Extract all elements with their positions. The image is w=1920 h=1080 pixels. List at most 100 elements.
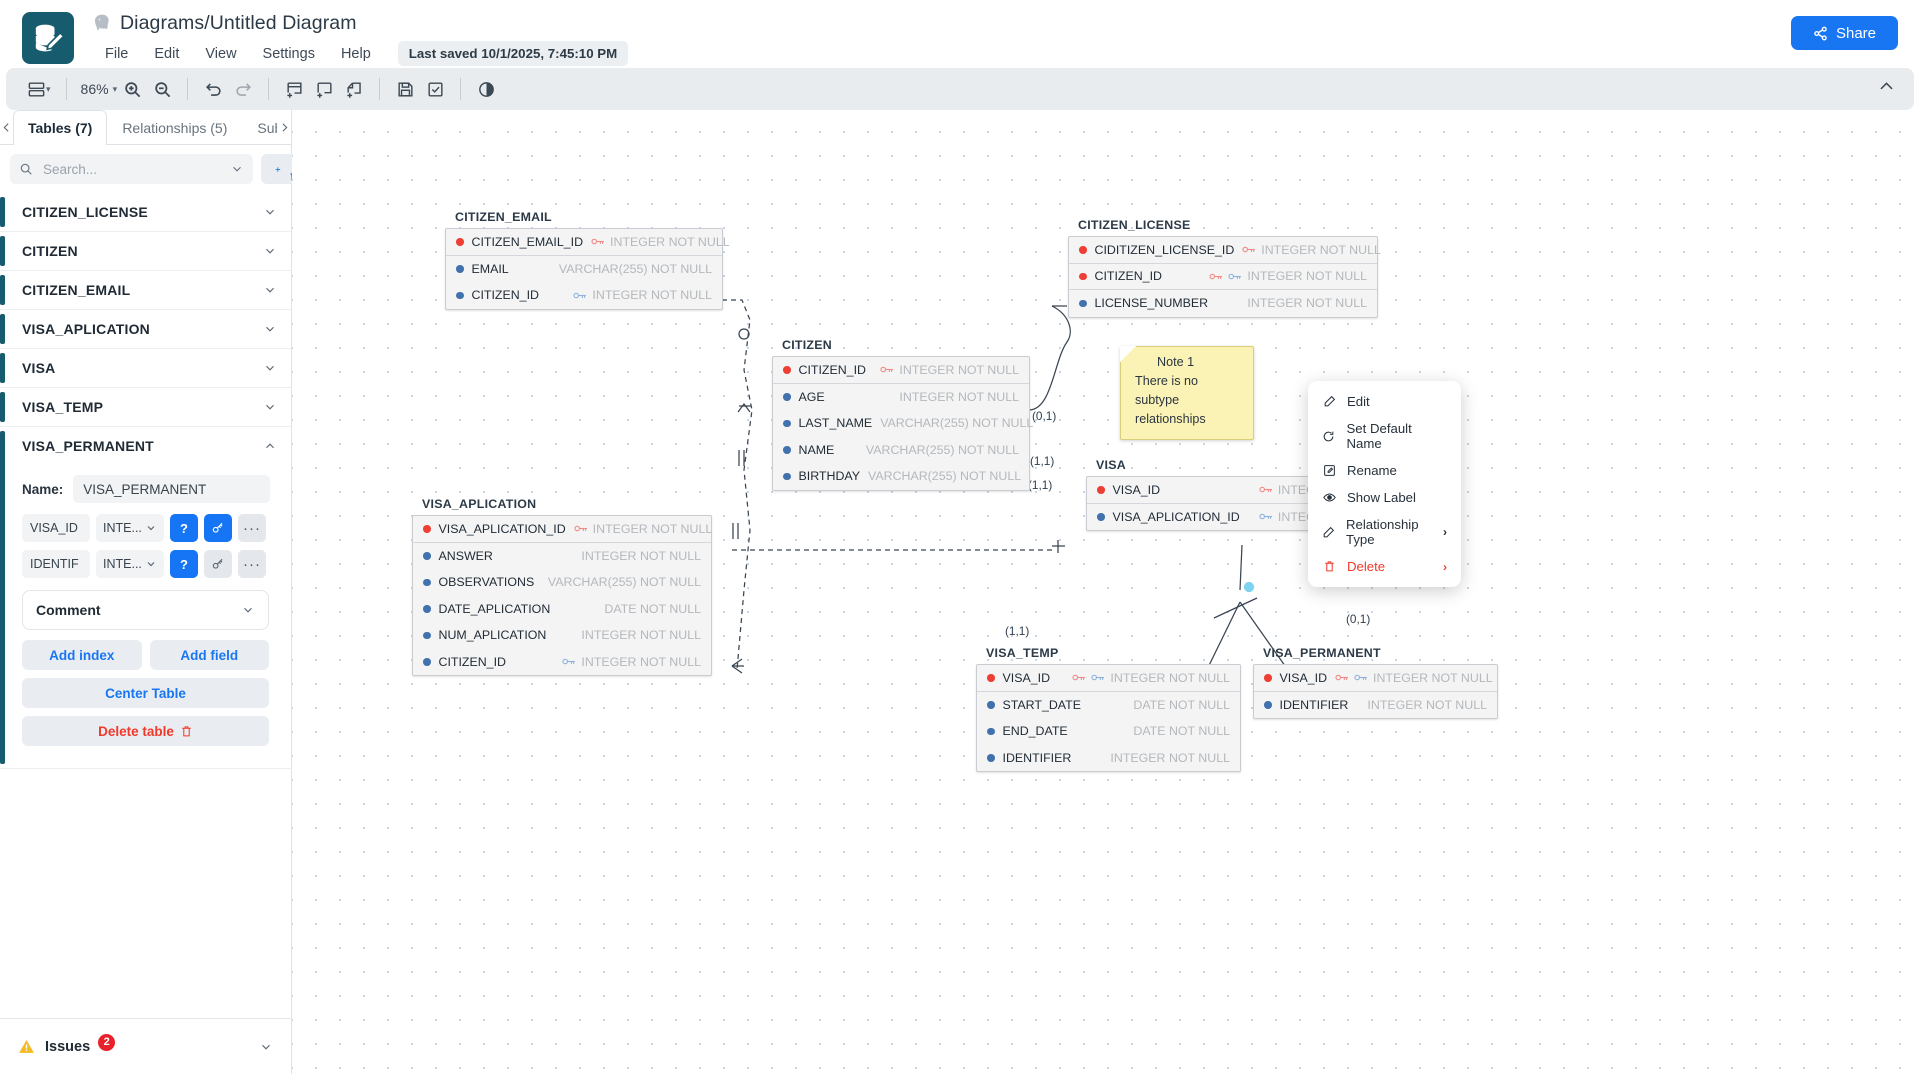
tabs-scroll-left-button[interactable] — [0, 110, 13, 144]
field-name-input[interactable]: VISA_ID — [22, 514, 90, 542]
list-item[interactable]: CITIZEN — [0, 232, 291, 271]
table-name-input[interactable] — [73, 475, 271, 503]
field-type-select[interactable]: INTE... — [96, 550, 164, 578]
context-menu-item-set-default-name[interactable]: Set Default Name — [1308, 415, 1461, 457]
tabs-scroll-right-button[interactable] — [278, 110, 291, 144]
share-button[interactable]: Share — [1790, 16, 1898, 50]
chevron-down-icon[interactable] — [241, 603, 255, 617]
add-field-button[interactable]: Add field — [149, 640, 269, 670]
table-list-header[interactable]: VISA_TEMP — [0, 388, 291, 426]
issues-bar[interactable]: Issues 2 — [0, 1018, 291, 1074]
table-list-header[interactable]: VISA — [0, 349, 291, 387]
table-list-header[interactable]: VISA_PERMANENT — [0, 427, 291, 465]
chevron-down-icon[interactable] — [263, 361, 277, 375]
menu-item-settings[interactable]: Settings — [262, 45, 315, 62]
collapse-toolbar-button[interactable] — [1877, 77, 1896, 101]
chevron-up-icon[interactable] — [263, 439, 277, 453]
chevron-down-icon[interactable] — [263, 322, 277, 336]
field-nullable-toggle[interactable]: ? — [170, 550, 198, 578]
add-table-toolbar-button[interactable] — [279, 74, 309, 104]
table-list-header[interactable]: CITIZEN_LICENSE — [0, 193, 291, 231]
search-box[interactable] — [10, 154, 253, 184]
field-nullable-toggle[interactable]: ? — [170, 514, 198, 542]
table-list-header[interactable]: CITIZEN — [0, 232, 291, 270]
list-item[interactable]: VISA_TEMP — [0, 388, 291, 427]
table-list-header[interactable]: CITIZEN_EMAIL — [0, 271, 291, 309]
chevron-down-icon[interactable] — [263, 283, 277, 297]
list-item[interactable]: CITIZEN_LICENSE — [0, 193, 291, 232]
zoom-in-button[interactable] — [117, 74, 147, 104]
list-item[interactable]: CITIZEN_EMAIL — [0, 271, 291, 310]
context-menu-item-show-label[interactable]: Show Label — [1308, 484, 1461, 511]
list-item[interactable]: VISA — [0, 349, 291, 388]
tab-relationships[interactable]: Relationships (5) — [122, 119, 228, 136]
menu-item-view[interactable]: View — [205, 45, 237, 62]
field-primary-key-toggle[interactable] — [204, 514, 232, 542]
center-table-button[interactable]: Center Table — [22, 678, 269, 708]
field-more-options-button[interactable]: ··· — [238, 550, 266, 578]
menu-item-help[interactable]: Help — [340, 45, 371, 62]
zoom-out-button[interactable] — [147, 74, 177, 104]
list-item[interactable]: VISA_APLICATION — [0, 310, 291, 349]
context-menu-item-edit[interactable]: Edit — [1308, 388, 1461, 415]
context-menu-item-rename[interactable]: Rename — [1308, 457, 1461, 484]
search-input[interactable] — [43, 161, 220, 177]
add-area-button[interactable] — [309, 74, 339, 104]
chevron-down-icon[interactable] — [263, 400, 277, 414]
field-type-select[interactable]: INTE... — [96, 514, 164, 542]
add-index-button[interactable]: Add index — [22, 640, 142, 670]
comment-section[interactable]: Comment — [22, 590, 269, 630]
diagram-canvas[interactable]: (0,1) (1,1) (1,1) (1,1) (1,1) (0,1) (0,1… — [292, 110, 1920, 1074]
chevron-down-icon[interactable] — [263, 244, 277, 258]
undo-button[interactable] — [198, 74, 228, 104]
tab-subject-areas[interactable]: Sub — [257, 119, 277, 136]
theme-toggle-button[interactable] — [471, 74, 501, 104]
table-list-header[interactable]: VISA_APLICATION — [0, 310, 291, 348]
field-primary-key-toggle[interactable] — [204, 550, 232, 578]
save-button[interactable] — [390, 74, 420, 104]
chevron-down-icon[interactable] — [259, 1040, 273, 1054]
search-chevron-down-icon[interactable] — [230, 162, 244, 176]
add-note-button[interactable] — [339, 74, 369, 104]
redo-button[interactable] — [228, 74, 258, 104]
context-menu-item-delete[interactable]: Delete› — [1308, 553, 1461, 580]
commit-button[interactable] — [420, 74, 450, 104]
chevron-down-icon[interactable] — [263, 205, 277, 219]
field-name-input[interactable]: IDENTIF — [22, 550, 90, 578]
delete-table-button[interactable]: Delete table — [22, 716, 269, 746]
list-item-expanded[interactable]: VISA_PERMANENT Name: VISA_ID INTE... — [0, 427, 291, 769]
field-more-options-button[interactable]: ··· — [238, 514, 266, 542]
